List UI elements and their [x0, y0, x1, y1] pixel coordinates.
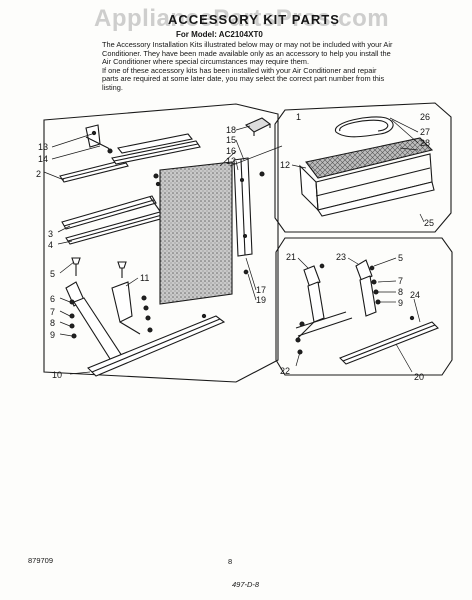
callout-25: 25 [424, 218, 434, 228]
callout-1: 1 [296, 112, 301, 122]
callout-10: 10 [52, 370, 62, 380]
screw-5 [71, 257, 127, 278]
intro-paragraph-2: If one of these accessory kits has been … [102, 65, 385, 92]
support-arm-right [295, 259, 381, 355]
callout-12a: 12 [226, 156, 236, 166]
bracket-kit-outline [275, 237, 453, 376]
callout-leaders [43, 117, 425, 375]
filter-kit-outline [274, 102, 452, 233]
callout-20: 20 [414, 372, 424, 382]
side-rail-2 [59, 133, 201, 187]
callout-24: 24 [410, 290, 420, 300]
seal-pad-18 [244, 117, 272, 136]
callout-14: 14 [38, 154, 48, 164]
base-bar-24 [339, 315, 439, 365]
callout-6: 6 [50, 294, 55, 304]
callout-8a: 8 [50, 318, 55, 328]
callout-12b: 12 [280, 160, 290, 170]
callout-15: 15 [226, 135, 236, 145]
main-kit-outline [43, 103, 279, 383]
callout-19: 19 [256, 295, 266, 305]
intro-paragraph-1: The Accessory Installation Kits illustra… [102, 40, 393, 67]
page-title: ACCESSORY KIT PARTS [168, 12, 340, 27]
callout-3: 3 [48, 229, 53, 239]
callout-18: 18 [226, 125, 236, 135]
callout-7b: 7 [398, 276, 403, 286]
callout-9b: 9 [398, 298, 403, 308]
side-rail-3-4 [61, 195, 165, 245]
callout-2: 2 [36, 169, 41, 179]
base-bar-10 [87, 313, 226, 377]
angle-bar-17 [233, 157, 265, 275]
callout-4: 4 [48, 240, 53, 250]
callout-8b: 8 [398, 287, 403, 297]
callout-5a: 5 [50, 269, 55, 279]
callout-22: 22 [280, 366, 290, 376]
callout-5b: 5 [398, 253, 403, 263]
callout-21: 21 [286, 252, 296, 262]
document-number: 879709 [28, 556, 54, 565]
intro-text: The Accessory Installation Kits illustra… [102, 40, 394, 93]
watermark: AppliancePartsPros.com [94, 5, 390, 32]
callout-28: 28 [420, 138, 430, 148]
callout-labels: 1 2 3 4 5 6 7 8 9 10 11 12 13 14 15 16 1… [36, 112, 434, 382]
page-number: 8 [228, 557, 233, 566]
callout-13: 13 [38, 142, 48, 152]
callout-16: 16 [226, 146, 236, 156]
callout-27: 27 [420, 127, 430, 137]
mounting-bracket-13 [85, 124, 113, 154]
callout-26: 26 [420, 112, 430, 122]
callout-9a: 9 [50, 330, 55, 340]
gasket-26 [335, 116, 394, 138]
foam-panel-16 [159, 161, 233, 305]
callout-11: 11 [140, 273, 149, 283]
callout-7a: 7 [50, 307, 55, 317]
date-code: 497-D-8 [232, 580, 260, 589]
model-number: For Model: AC2104XT0 [176, 30, 263, 39]
callout-17: 17 [256, 285, 266, 295]
callout-23: 23 [336, 252, 346, 262]
